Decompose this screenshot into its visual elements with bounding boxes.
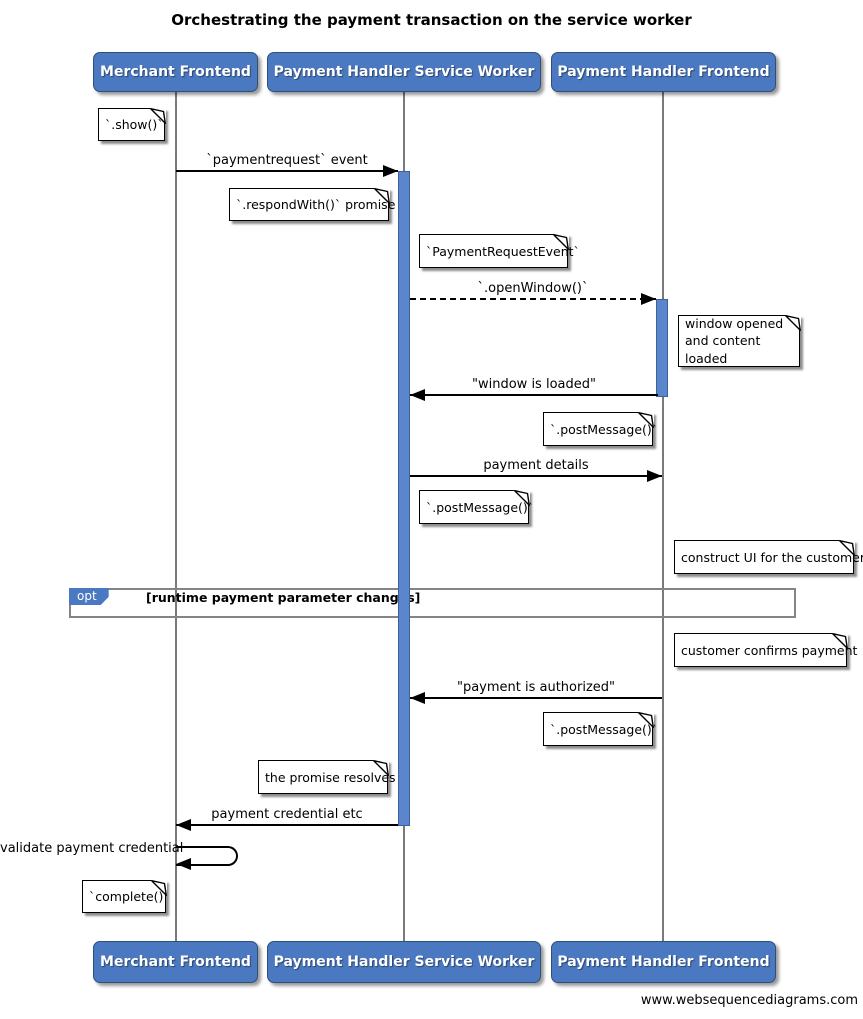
note-show: `.show()` (98, 107, 166, 141)
message-label-window-loaded: "window is loaded" (472, 377, 596, 392)
note-paymentrequestevent: `PaymentRequestEvent` (419, 233, 580, 268)
note-text: construct UI for the customer (681, 549, 863, 565)
note-customer-confirms: customer confirms payment (674, 632, 857, 667)
note-text: `.postMessage()` (550, 721, 659, 737)
message-label-payment-authorized: "payment is authorized" (456, 680, 616, 695)
note-text: `.respondWith()` promise (236, 197, 396, 212)
actor-bottom-service-worker: Payment Handler Service Worker (267, 941, 541, 983)
activation-service-worker (398, 171, 410, 826)
message-line-paymentrequest (176, 170, 398, 172)
note-construct-ui: construct UI for the customer (674, 539, 863, 574)
note-fold-icon (372, 759, 389, 776)
actor-label: Merchant Frontend (100, 64, 251, 80)
lifeline-merchant-frontend (175, 92, 177, 942)
actor-label: Payment Handler Service Worker (273, 954, 535, 970)
actor-bottom-merchant-frontend: Merchant Frontend (93, 941, 258, 983)
diagram-title: Orchestrating the payment transaction on… (171, 11, 692, 29)
note-fold-icon (838, 539, 855, 556)
note-fold-icon (373, 187, 390, 204)
actor-top-merchant-frontend: Merchant Frontend (93, 52, 258, 92)
note-fold-icon (831, 632, 848, 649)
note-fold-icon (784, 314, 801, 331)
message-label-payment-credential: payment credential etc (211, 807, 363, 822)
arrowhead-icon (410, 389, 425, 401)
actor-label: Payment Handler Service Worker (273, 64, 535, 80)
actor-label: Merchant Frontend (100, 954, 251, 970)
note-fold-icon (150, 879, 167, 896)
message-label-openwindow: `.openWindow()` (477, 281, 589, 296)
note-fold-icon (513, 489, 530, 506)
message-label-payment-details: payment details (483, 458, 589, 473)
activation-payment-handler-frontend (656, 299, 668, 397)
arrowhead-icon (176, 819, 191, 831)
opt-operator-tab: opt (69, 588, 109, 605)
note-text: customer confirms payment (681, 642, 858, 658)
note-text: `complete()` (89, 889, 170, 904)
actor-label: Payment Handler Frontend (557, 64, 770, 80)
note-fold-icon (149, 107, 166, 124)
message-line-payment-details (410, 475, 662, 477)
message-line-window-loaded (410, 394, 658, 396)
actor-bottom-payment-handler-frontend: Payment Handler Frontend (551, 941, 776, 983)
note-complete: `complete()` (82, 879, 170, 913)
arrowhead-icon (647, 470, 662, 482)
note-text: `.postMessage()` (550, 421, 659, 437)
note-text: `.show()` (105, 117, 164, 132)
arrowhead-icon (383, 165, 398, 177)
note-window-opened: window opened and content loaded (678, 314, 801, 367)
note-fold-icon (637, 711, 654, 728)
note-respondwith-promise: `.respondWith()` promise (229, 187, 395, 221)
opt-condition-label: [runtime payment parameter changes] (146, 590, 421, 605)
message-label-validate-credential: validate payment credential (0, 841, 184, 856)
actor-top-service-worker: Payment Handler Service Worker (267, 52, 541, 92)
note-postmessage-2: `.postMessage()` (419, 489, 534, 524)
note-text: `.postMessage()` (426, 499, 535, 515)
note-promise-resolves: the promise resolves (258, 759, 396, 794)
message-line-payment-credential (176, 824, 398, 826)
message-line-openwindow (410, 298, 656, 300)
lifeline-payment-handler-frontend (662, 92, 664, 942)
note-postmessage-3: `.postMessage()` (543, 711, 658, 746)
message-line-payment-authorized (410, 697, 662, 699)
note-fold-icon (637, 411, 654, 428)
note-fold-icon (552, 233, 569, 250)
note-text: the promise resolves (265, 769, 396, 785)
note-postmessage-1: `.postMessage()` (543, 411, 658, 446)
watermark: www.websequencediagrams.com (640, 993, 858, 1008)
self-message-loop (176, 846, 238, 866)
arrowhead-icon (410, 692, 425, 704)
actor-top-payment-handler-frontend: Payment Handler Frontend (551, 52, 776, 92)
arrowhead-icon (176, 858, 191, 870)
arrowhead-icon (641, 293, 656, 305)
message-label-paymentrequest: `paymentrequest` event (206, 153, 368, 168)
actor-label: Payment Handler Frontend (557, 954, 770, 970)
note-text: window opened and content loaded (685, 315, 784, 366)
note-text: `PaymentRequestEvent` (426, 243, 580, 259)
